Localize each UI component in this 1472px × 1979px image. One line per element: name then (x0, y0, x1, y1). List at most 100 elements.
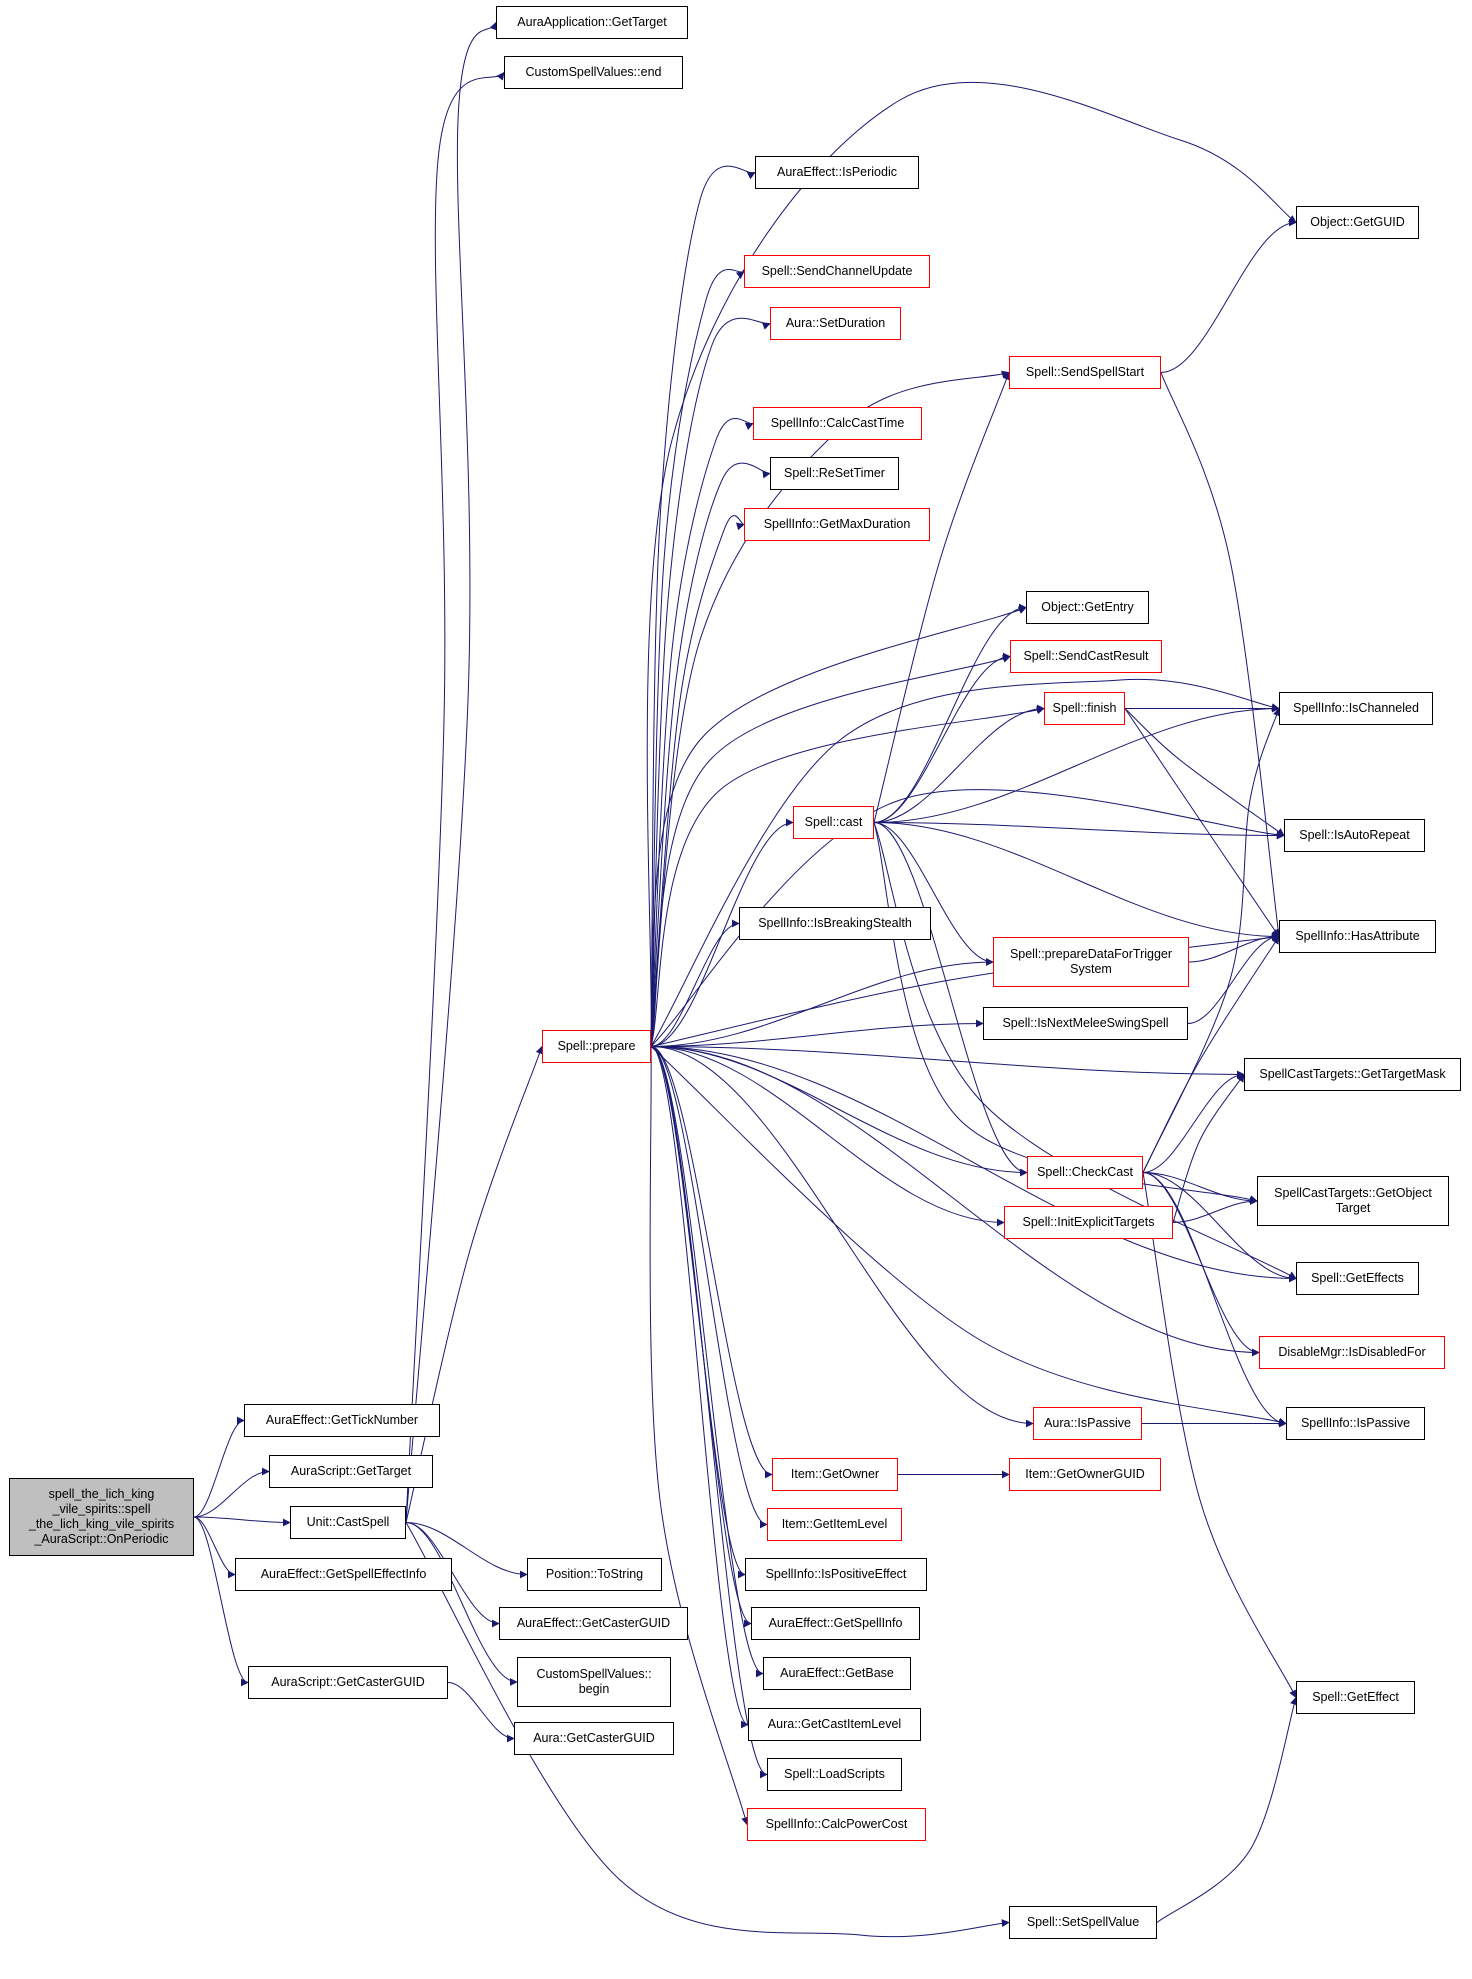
edge-main-to-getTargetAS (193, 1467, 270, 1518)
node-setDuration[interactable]: Aura::SetDuration (770, 307, 901, 340)
edge-prepare-to-getEntry (650, 606, 1027, 1047)
node-spellInfoIsPassive[interactable]: SpellInfo::IsPassive (1286, 1407, 1425, 1440)
node-label: SpellCastTargets::GetTargetMask (1259, 1067, 1446, 1081)
node-label: _the_lich_king_vile_spirits (28, 1517, 175, 1531)
edge-getCasterGUIDAS-to-getCasterGUIDAura (447, 1682, 515, 1743)
node-cast[interactable]: Spell::cast (793, 806, 874, 839)
node-itemGetOwner[interactable]: Item::GetOwner (772, 1458, 898, 1491)
edge-main-to-getSpellEffectInfo (193, 1516, 236, 1579)
edge-checkCast-to-getTargetMask (1142, 1070, 1245, 1173)
node-label: SpellInfo::HasAttribute (1295, 929, 1420, 943)
node-isBreakingStealth[interactable]: SpellInfo::IsBreakingStealth (739, 907, 931, 940)
node-getCasterGUIDAura[interactable]: Aura::GetCasterGUID (514, 1722, 674, 1755)
node-castSpell[interactable]: Unit::CastSpell (290, 1506, 406, 1539)
node-isPositiveEffect[interactable]: SpellInfo::IsPositiveEffect (745, 1558, 927, 1591)
node-label: AuraEffect::GetBase (780, 1666, 894, 1680)
node-setSpellValue[interactable]: Spell::SetSpellValue (1009, 1906, 1157, 1939)
node-finish[interactable]: Spell::finish (1044, 692, 1125, 725)
node-toString[interactable]: Position::ToString (527, 1558, 662, 1591)
node-label: AuraEffect::GetTickNumber (265, 1413, 419, 1427)
edge-main-to-getCasterGUIDAS (193, 1516, 249, 1687)
node-isPeriodic[interactable]: AuraEffect::IsPeriodic (755, 156, 919, 189)
node-getEntry[interactable]: Object::GetEntry (1026, 591, 1149, 624)
node-hasAttribute[interactable]: SpellInfo::HasAttribute (1279, 920, 1436, 953)
edge-cast-to-hasAttribute (873, 822, 1280, 941)
node-label: Spell::IsNextMeleeSwingSpell (1002, 1016, 1169, 1030)
edge-prepare-to-getEffects (650, 1046, 1297, 1283)
node-getCasterGUIDAS[interactable]: AuraScript::GetCasterGUID (248, 1666, 448, 1699)
node-getSpellInfoAE[interactable]: AuraEffect::GetSpellInfo (751, 1607, 920, 1640)
edge-prepare-to-getGUID (646, 81, 1297, 1047)
node-getTargetMask[interactable]: SpellCastTargets::GetTargetMask (1244, 1058, 1461, 1091)
node-label: Unit::CastSpell (306, 1515, 390, 1529)
edge-prepare-to-getItemLevel (650, 1046, 768, 1529)
node-calcPowerCost[interactable]: SpellInfo::CalcPowerCost (747, 1808, 926, 1841)
node-getCastItemLevel[interactable]: Aura::GetCastItemLevel (748, 1708, 921, 1741)
edge-cast-to-getEffects (873, 822, 1297, 1279)
node-label: Aura::GetCastItemLevel (767, 1717, 902, 1731)
node-label: SpellInfo::IsPositiveEffect (765, 1567, 907, 1581)
node-checkCast[interactable]: Spell::CheckCast (1027, 1156, 1143, 1189)
edge-checkCast-to-spellInfoIsPassive (1142, 1172, 1287, 1428)
node-reSetTimer[interactable]: Spell::ReSetTimer (770, 457, 899, 490)
node-initExplicitTargets[interactable]: Spell::InitExplicitTargets (1004, 1206, 1173, 1239)
node-sendCastResult[interactable]: Spell::SendCastResult (1010, 640, 1162, 673)
node-csvBegin[interactable]: CustomSpellValues::begin (517, 1657, 671, 1707)
node-label: Spell::SendChannelUpdate (761, 264, 913, 278)
node-getItemLevel[interactable]: Item::GetItemLevel (767, 1508, 902, 1541)
node-csvEnd[interactable]: CustomSpellValues::end (504, 56, 683, 89)
node-label: begin (578, 1682, 610, 1696)
edge-castSpell-to-toString (405, 1522, 528, 1579)
node-isNextMeleeSwingSpell[interactable]: Spell::IsNextMeleeSwingSpell (983, 1007, 1188, 1040)
edge-prepare-to-isChanneled (650, 678, 1280, 1047)
node-sendSpellStart[interactable]: Spell::SendSpellStart (1009, 356, 1161, 389)
edge-prepare-to-spellInfoIsPassive (650, 1046, 1287, 1426)
node-calcCastTime[interactable]: SpellInfo::CalcCastTime (753, 407, 922, 440)
node-label: Spell::InitExplicitTargets (1022, 1215, 1155, 1229)
node-label: Item::GetOwnerGUID (1025, 1467, 1145, 1481)
edge-prepare-to-getCastItemLevel (650, 1046, 749, 1729)
node-getOwnerGUID[interactable]: Item::GetOwnerGUID (1009, 1458, 1161, 1491)
node-loadScripts[interactable]: Spell::LoadScripts (767, 1758, 902, 1791)
node-label: _vile_spirits::spell (52, 1502, 151, 1516)
node-getCasterGUIDAE[interactable]: AuraEffect::GetCasterGUID (499, 1607, 688, 1640)
node-getMaxDuration[interactable]: SpellInfo::GetMaxDuration (744, 508, 930, 541)
edge-prepare-to-isPeriodic (650, 165, 756, 1047)
node-label: CustomSpellValues::end (525, 65, 662, 79)
node-getGUID[interactable]: Object::GetGUID (1296, 206, 1419, 239)
node-getEffect[interactable]: Spell::GetEffect (1296, 1681, 1415, 1714)
node-label: spell_the_lich_king (48, 1487, 155, 1501)
node-prepare[interactable]: Spell::prepare (542, 1030, 651, 1063)
edge-prepareDataForTriggerSystem-to-hasAttribute (1188, 932, 1280, 963)
edge-cast-to-checkCast (873, 822, 1028, 1177)
edge-sendSpellStart-to-hasAttribute (1160, 372, 1283, 938)
node-label: Spell::GetEffects (1311, 1271, 1404, 1285)
node-isDisabledFor[interactable]: DisableMgr::IsDisabledFor (1259, 1336, 1445, 1369)
edge-initExplicitTargets-to-getObjectTarget (1172, 1197, 1258, 1223)
edge-main-to-getTickNumber (193, 1416, 245, 1518)
node-isChanneled[interactable]: SpellInfo::IsChanneled (1279, 692, 1433, 725)
node-getSpellEffectInfo[interactable]: AuraEffect::GetSpellEffectInfo (235, 1558, 452, 1591)
node-label: CustomSpellValues:: (536, 1667, 652, 1681)
edge-prepare-to-finish (650, 706, 1045, 1047)
edge-prepare-to-auraIsPassive (650, 1046, 1034, 1428)
node-isAutoRepeat[interactable]: Spell::IsAutoRepeat (1284, 819, 1425, 852)
node-label: AuraApplication::GetTarget (517, 15, 667, 29)
node-getTargetAA[interactable]: AuraApplication::GetTarget (496, 6, 688, 39)
edge-sendSpellStart-to-getGUID (1160, 218, 1297, 373)
node-sendChannelUpdate[interactable]: Spell::SendChannelUpdate (744, 255, 930, 288)
node-getTickNumber[interactable]: AuraEffect::GetTickNumber (244, 1404, 440, 1437)
node-getEffects[interactable]: Spell::GetEffects (1296, 1262, 1419, 1295)
node-auraIsPassive[interactable]: Aura::IsPassive (1033, 1407, 1142, 1440)
edge-isNextMeleeSwingSpell-to-hasAttribute (1187, 932, 1280, 1024)
edge-prepare-to-isAutoRepeat (650, 789, 1285, 1047)
node-getBase[interactable]: AuraEffect::GetBase (763, 1657, 911, 1690)
edge-prepare-to-getBase (650, 1046, 764, 1678)
edge-cast-to-finish (873, 704, 1045, 823)
node-getTargetAS[interactable]: AuraScript::GetTarget (269, 1455, 433, 1488)
node-label: DisableMgr::IsDisabledFor (1278, 1345, 1426, 1359)
node-label: Spell::prepare (557, 1039, 636, 1053)
